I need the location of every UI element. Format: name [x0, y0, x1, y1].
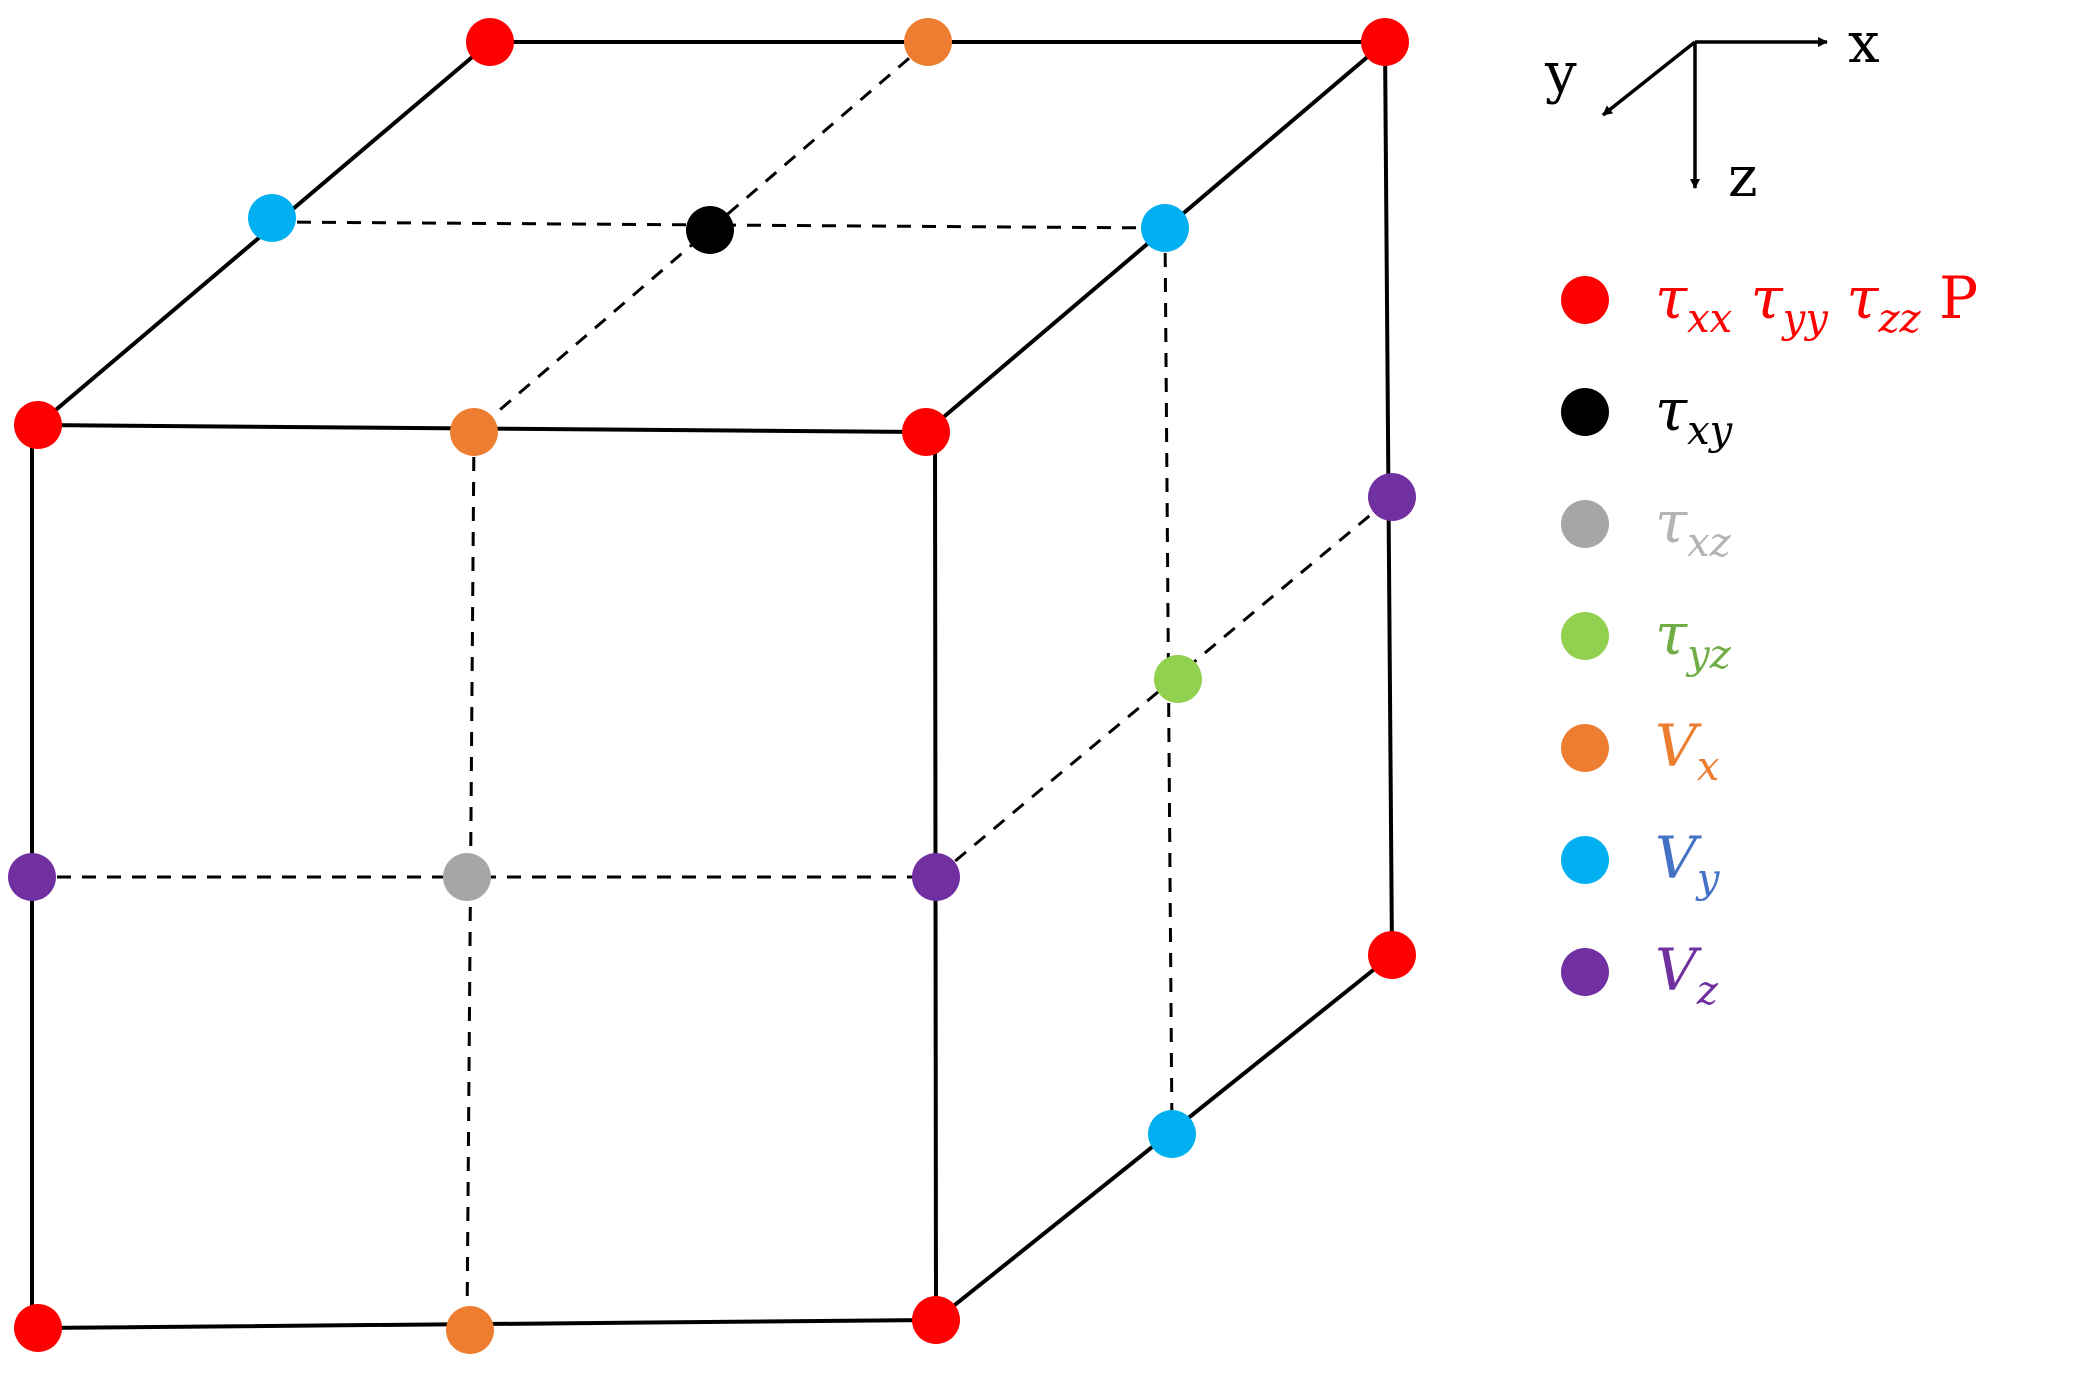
legend-dot-tau-xy: [1561, 388, 1609, 436]
legend-dot-v-x: [1561, 724, 1609, 772]
x-axis-label: x: [1848, 11, 1880, 76]
legend-dot-tau-yz: [1561, 612, 1609, 660]
grid-nodes: [8, 18, 1416, 1354]
legend-label-normal-stress-pressure: τxx τyy τzz P: [1655, 264, 1978, 342]
node-top-back-right: [1361, 18, 1409, 66]
legend-label-v-x: Vx: [1655, 712, 1719, 790]
legend-label-tau-xz: τxz: [1655, 488, 1732, 566]
node-right-center: [1154, 655, 1202, 703]
node-top-back-mid: [904, 18, 952, 66]
legend-dot-normal-stress-pressure: [1561, 276, 1609, 324]
legend-dot-v-z: [1561, 948, 1609, 996]
legend-label-v-y: Vy: [1655, 824, 1721, 902]
node-right-bottom-mid: [1148, 1110, 1196, 1158]
node-front-top-right: [902, 408, 950, 456]
node-front-bottom-mid: [446, 1306, 494, 1354]
node-front-left-mid: [8, 853, 56, 901]
node-front-top-mid: [450, 408, 498, 456]
node-front-top-left: [14, 401, 62, 449]
legend-dot-tau-xz: [1561, 500, 1609, 548]
node-front-bottom-left: [14, 1304, 62, 1352]
legend-dot-v-y: [1561, 836, 1609, 884]
node-top-right-mid: [1141, 204, 1189, 252]
y-axis-label: y: [1544, 41, 1577, 106]
legend-label-v-z: Vz: [1655, 936, 1719, 1014]
legend-label-tau-xy: τxy: [1655, 376, 1734, 454]
node-top-left-mid: [248, 194, 296, 242]
z-axis-label: z: [1728, 145, 1758, 210]
node-front-bottom-right: [912, 1296, 960, 1344]
y-axis-arrow: [1601, 40, 1697, 117]
axis-indicator: [1601, 37, 1828, 189]
node-right-back-mid: [1368, 473, 1416, 521]
node-top-center: [686, 206, 734, 254]
node-front-center: [443, 853, 491, 901]
node-top-back-left: [466, 18, 514, 66]
legend-label-tau-yz: τyz: [1655, 600, 1732, 678]
node-front-right-mid: [912, 853, 960, 901]
node-right-back-bottom: [1368, 931, 1416, 979]
